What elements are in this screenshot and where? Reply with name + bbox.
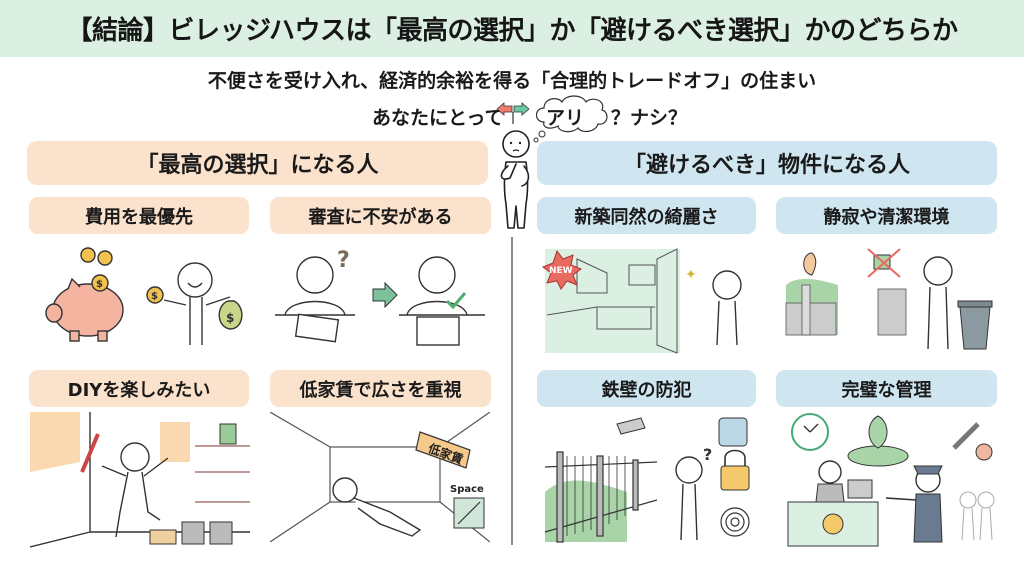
svg-text:$: $ [151, 291, 158, 302]
page-title: 【結論】ビレッジハウスは「最高の選択」か「避けるべき選択」かのどちらか [66, 16, 958, 46]
card-label-security: 鉄壁の防犯 [537, 370, 756, 407]
screening-form-illustration: ? [275, 248, 485, 346]
spacious-room-illustration: 低家賃 Space [270, 412, 490, 543]
avoid-header: 「避けるべき」物件になる人 [537, 141, 997, 185]
thinking-person-icon [500, 130, 530, 229]
svg-text:$: $ [226, 311, 234, 325]
svg-text:✦: ✦ [685, 267, 697, 283]
question-suffix: ？ナシ？ [611, 107, 688, 129]
vertical-divider [511, 237, 513, 545]
new-badge-text: NEW [549, 266, 573, 276]
piggy-bank-money-illustration: $ $ $ [45, 247, 243, 345]
svg-text:?: ? [703, 445, 712, 464]
thought-bubble-icon [533, 95, 608, 143]
card-label-diy: DIYを楽しみたい [29, 370, 249, 407]
space-label: Space [450, 484, 484, 495]
card-label-quiet-clean-env: 静寂や清潔環境 [776, 197, 997, 234]
subtitle: 不便さを受け入れ、経済的余裕を得る「合理的トレードオフ」の住まい [207, 70, 817, 92]
diy-painting-illustration [30, 412, 250, 548]
card-label-screening-anxiety: 審査に不安がある [270, 197, 491, 234]
best-choice-header: 「最高の選択」になる人 [27, 141, 488, 185]
card-label-cost-priority: 費用を最優先 [29, 197, 249, 234]
card-label-new-clean: 新築同然の綺麗さ [537, 197, 756, 234]
management-illustration [787, 413, 995, 547]
new-kitchen-illustration: NEW ✦ [541, 248, 742, 354]
security-illustration: ? [544, 417, 750, 543]
card-label-low-rent-space: 低家賃で広さを重視 [270, 370, 491, 407]
card-label-management: 完璧な管理 [776, 370, 997, 407]
thought-bubble-text: アリ [546, 107, 585, 129]
left-right-arrows-icon [496, 102, 530, 124]
title-bar: 【結論】ビレッジハウスは「最高の選択」か「避けるべき選択」かのどちらか [0, 0, 1024, 57]
svg-text:$: $ [96, 279, 103, 290]
question-prefix: あなたにとって [372, 107, 504, 129]
noisy-street-illustration [785, 248, 993, 350]
svg-text:?: ? [337, 248, 350, 273]
